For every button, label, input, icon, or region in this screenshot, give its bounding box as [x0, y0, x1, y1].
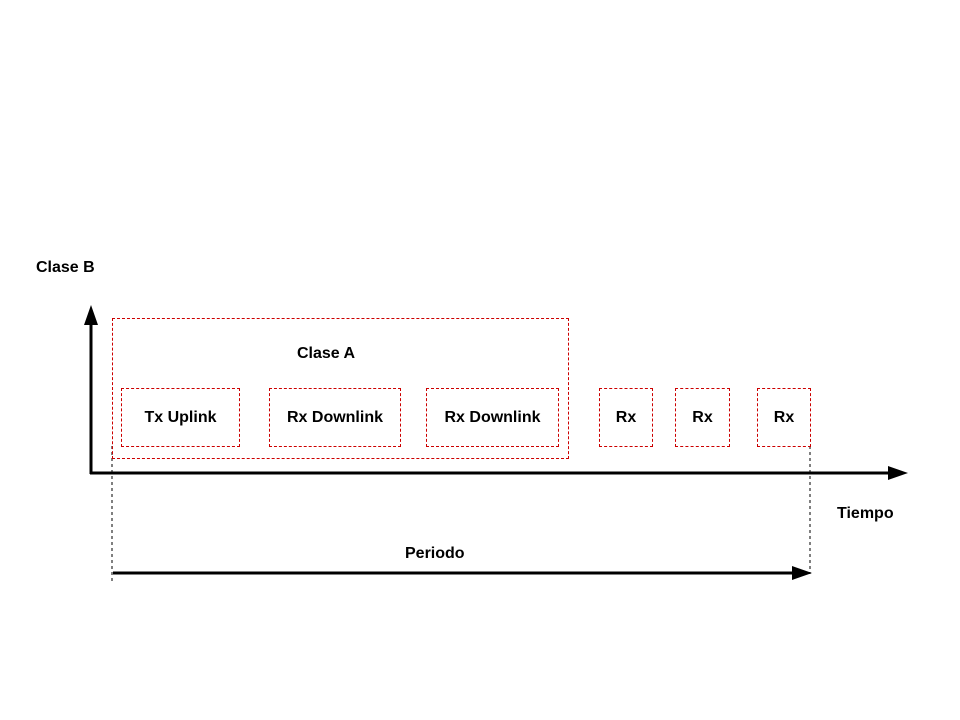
slot-rx-downlink-2: Rx Downlink	[426, 388, 559, 447]
x-axis-label: Tiempo	[837, 505, 894, 522]
slot-label: Rx	[615, 408, 637, 426]
class-a-group	[112, 318, 569, 459]
slot-label: Rx	[692, 408, 713, 426]
slot-label: Rx Downlink	[444, 408, 541, 426]
slot-label: Tx Uplink	[144, 408, 217, 426]
period-arrowhead	[792, 566, 812, 580]
period-label: Periodo	[405, 545, 465, 562]
slot-rx-1: Rx	[599, 388, 653, 447]
slot-rx-2: Rx	[675, 388, 730, 447]
diagram-title: Clase B	[36, 259, 95, 276]
slot-label: Rx	[773, 408, 795, 426]
slot-rx-downlink-1: Rx Downlink	[269, 388, 401, 447]
y-axis-arrowhead	[84, 305, 98, 325]
slot-rx-3: Rx	[757, 388, 811, 447]
slot-tx-uplink: Tx Uplink	[121, 388, 240, 447]
x-axis-arrowhead	[888, 466, 908, 480]
class-a-label: Clase A	[297, 345, 356, 362]
slot-label: Rx Downlink	[286, 408, 383, 426]
